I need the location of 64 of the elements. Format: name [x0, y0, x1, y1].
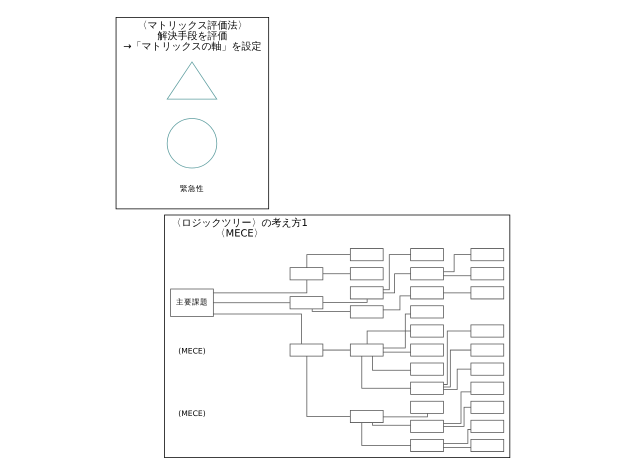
connector — [442, 447, 471, 448]
connector — [372, 356, 410, 371]
connector — [382, 296, 410, 310]
node-box — [470, 324, 504, 338]
connector — [212, 302, 290, 304]
node-box — [410, 362, 444, 376]
connector — [360, 422, 410, 446]
label: 緊急性 — [179, 184, 204, 193]
connector — [442, 292, 471, 294]
node-box — [410, 286, 444, 300]
node-box — [289, 296, 323, 310]
node-box — [470, 420, 504, 433]
node-box — [410, 305, 444, 318]
connector — [212, 314, 302, 344]
connector — [306, 254, 350, 268]
connector — [442, 368, 471, 390]
connector — [366, 330, 410, 344]
connector — [372, 422, 410, 426]
connector — [382, 314, 410, 348]
node-box — [410, 248, 444, 262]
node-box — [349, 267, 384, 280]
node-box — [470, 344, 504, 357]
connector — [382, 273, 410, 294]
node-box — [349, 248, 384, 262]
connector — [442, 254, 471, 272]
connector — [382, 254, 410, 290]
node-box — [410, 438, 444, 452]
node-box — [470, 286, 504, 300]
node-box — [349, 410, 384, 423]
node-box — [470, 438, 504, 452]
node-box — [410, 400, 444, 414]
node-box — [410, 344, 444, 357]
node-box — [410, 267, 444, 280]
node-box — [410, 420, 444, 433]
node-box — [410, 324, 444, 338]
node-box — [349, 305, 384, 318]
connector — [306, 356, 350, 417]
node-box — [470, 248, 504, 262]
node-box — [289, 344, 323, 357]
node-circle — [166, 118, 217, 168]
node-box — [289, 267, 323, 280]
connector — [442, 392, 471, 424]
node-box — [349, 286, 384, 300]
node-triangle — [166, 61, 217, 100]
node-box — [470, 362, 504, 376]
node-box — [470, 400, 504, 414]
node-box — [410, 382, 444, 395]
label: (MECE) — [178, 409, 206, 418]
connector — [212, 280, 307, 294]
connector — [322, 298, 368, 303]
node-box — [470, 382, 504, 395]
connector — [360, 356, 410, 389]
connector — [311, 308, 350, 312]
connector — [442, 330, 471, 385]
connector — [442, 406, 471, 427]
connector — [442, 429, 471, 444]
label: (MECE) — [178, 346, 206, 356]
connector — [382, 413, 428, 418]
connector — [442, 350, 471, 388]
node-box — [349, 344, 384, 357]
connector — [322, 273, 350, 274]
node-box: 主要課題 — [170, 288, 214, 317]
node-box — [470, 267, 504, 280]
connector — [442, 275, 471, 276]
